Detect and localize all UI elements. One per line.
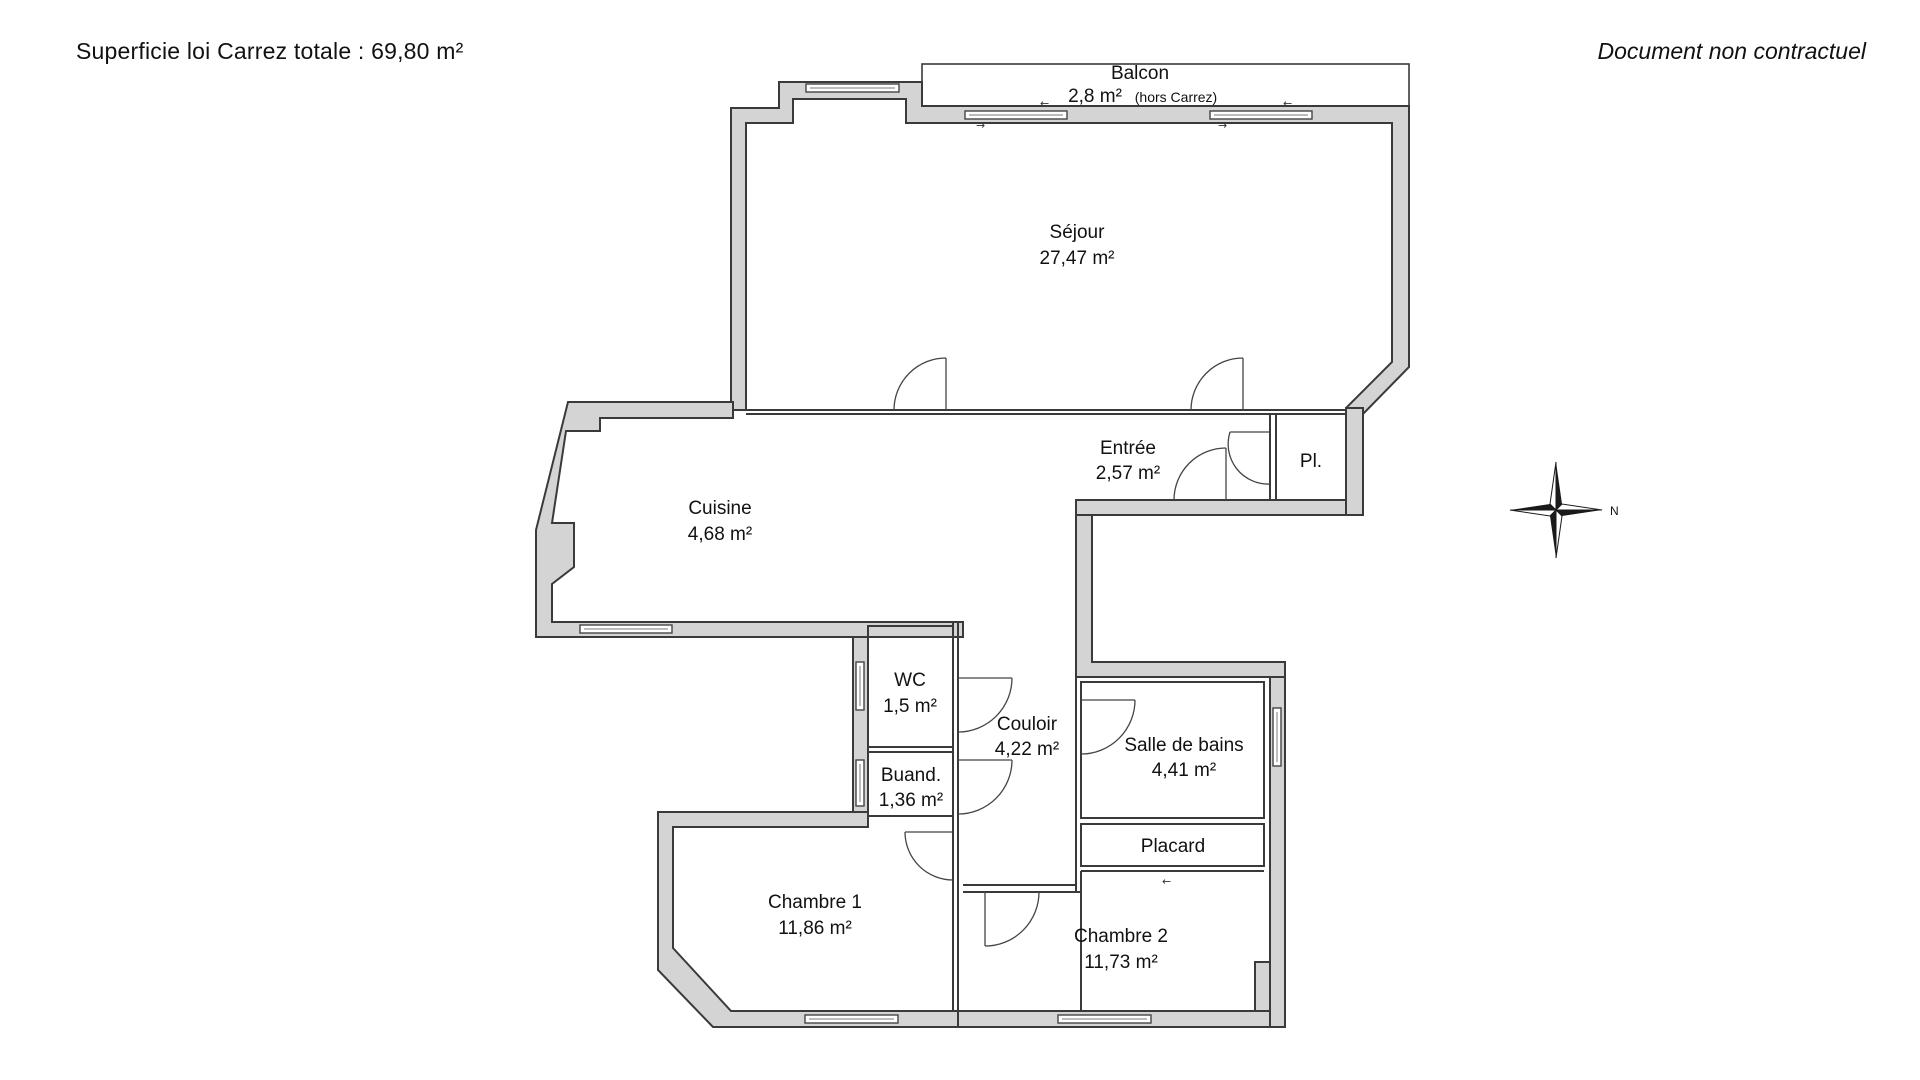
balcon-name: Balcon (1111, 63, 1169, 84)
couloir-area: 4,22 m² (995, 739, 1059, 760)
sliding-arrows: ← ← → → ← (976, 97, 1292, 888)
wc-name: WC (894, 670, 926, 691)
sejour-name: Séjour (1050, 222, 1106, 243)
total-surface-label: Superficie loi Carrez totale : 69,80 m² (76, 38, 464, 64)
placard-name: Placard (1141, 836, 1205, 857)
buanderie-area: 1,36 m² (879, 790, 943, 811)
room-labels: Balcon 2,8 m² (hors Carrez) Séjour 27,47… (688, 63, 1322, 973)
balcon-note: (hors Carrez) (1135, 89, 1217, 105)
sejour-area: 27,47 m² (1040, 248, 1115, 269)
sliding-arrow: → (976, 119, 985, 132)
cuisine-area: 4,68 m² (688, 524, 752, 545)
compass-north-label: N (1610, 504, 1619, 518)
compass-rose-icon: N (1509, 461, 1619, 559)
chambre2-area: 11,73 m² (1084, 952, 1158, 973)
wc-area: 1,5 m² (883, 696, 937, 717)
interior-partitions (746, 409, 1347, 1011)
placard-entree-name: Pl. (1300, 451, 1322, 472)
couloir-name: Couloir (997, 714, 1058, 735)
disclaimer-label: Document non contractuel (1597, 38, 1867, 64)
chambre1-name: Chambre 1 (768, 892, 862, 913)
salle-de-bains-name: Salle de bains (1124, 735, 1243, 756)
doors (893, 357, 1271, 947)
sliding-arrow: ← (1040, 97, 1049, 110)
sliding-arrow: ← (1283, 97, 1292, 110)
entree-name: Entrée (1100, 438, 1156, 459)
chambre2-name: Chambre 2 (1074, 926, 1168, 947)
entree-area: 2,57 m² (1096, 463, 1160, 484)
chambre1-area: 11,86 m² (778, 918, 852, 939)
sliding-arrow: ← (1162, 875, 1171, 888)
sliding-arrow: → (1218, 119, 1227, 132)
balcon-area: 2,8 m² (1068, 86, 1122, 107)
cuisine-name: Cuisine (688, 498, 751, 519)
windows (579, 83, 1313, 1024)
buanderie-name: Buand. (881, 765, 941, 786)
salle-de-bains-area: 4,41 m² (1152, 760, 1216, 781)
